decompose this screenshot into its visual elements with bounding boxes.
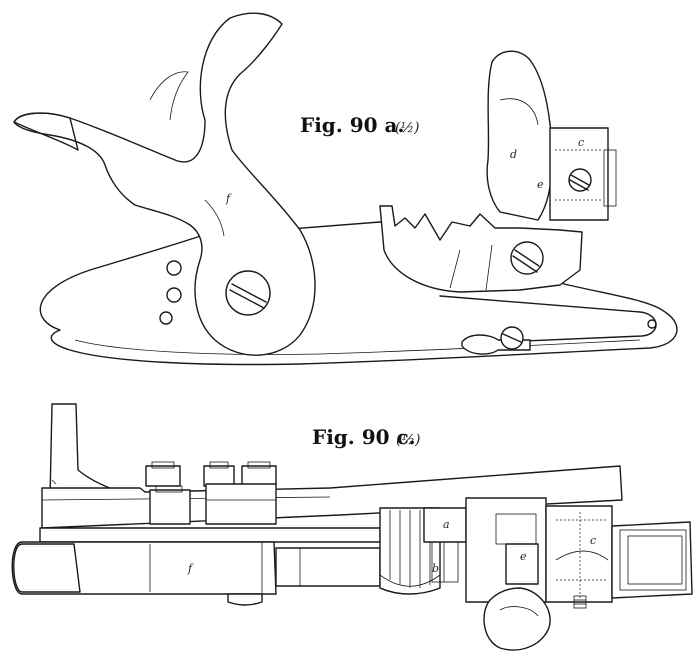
hammer [13, 12, 316, 356]
figure-scale-note: (½) [396, 432, 421, 448]
figure-caption: Fig. 90 a. [300, 113, 404, 137]
frizzen-block [423, 507, 467, 543]
part-label-a: a [443, 518, 450, 531]
frizzen [486, 50, 553, 221]
top-block [241, 465, 277, 487]
figure-90c-top-view: Fig. 90 c. (½) a b e c f [11, 403, 693, 651]
hammer-spur-grip [13, 112, 79, 151]
tumbler-shaft [275, 547, 381, 587]
figure-scale-note: (½) [395, 120, 420, 136]
plate-hole [159, 311, 173, 325]
part-label-e: e [537, 178, 544, 191]
top-block [145, 465, 181, 487]
middle-block [205, 483, 277, 525]
part-label-e: e [520, 550, 527, 563]
part-label-b: b [432, 562, 439, 575]
figure-90a-side-view: Fig. 90 a. (½) d c e f [13, 12, 678, 366]
hammer-grip-top [13, 543, 81, 593]
lock-plate-bar [39, 527, 381, 543]
part-label-f: f [187, 562, 194, 575]
figure-caption: Fig. 90 c. [312, 425, 416, 449]
cock-jaw [483, 587, 551, 651]
plate-hole [166, 287, 182, 303]
part-label-f: f [225, 192, 232, 205]
plate-hole [166, 260, 182, 276]
top-block [203, 465, 235, 487]
hammer-body-top [11, 541, 277, 595]
part-label-c: c [590, 534, 596, 547]
middle-block [149, 489, 191, 525]
lock-plate [39, 221, 678, 366]
far-right-frame [611, 521, 693, 599]
part-label-d: d [510, 148, 517, 161]
battery-assembly [545, 505, 613, 603]
hammer-spur-upright [49, 403, 131, 499]
part-label-c: c [578, 136, 584, 149]
